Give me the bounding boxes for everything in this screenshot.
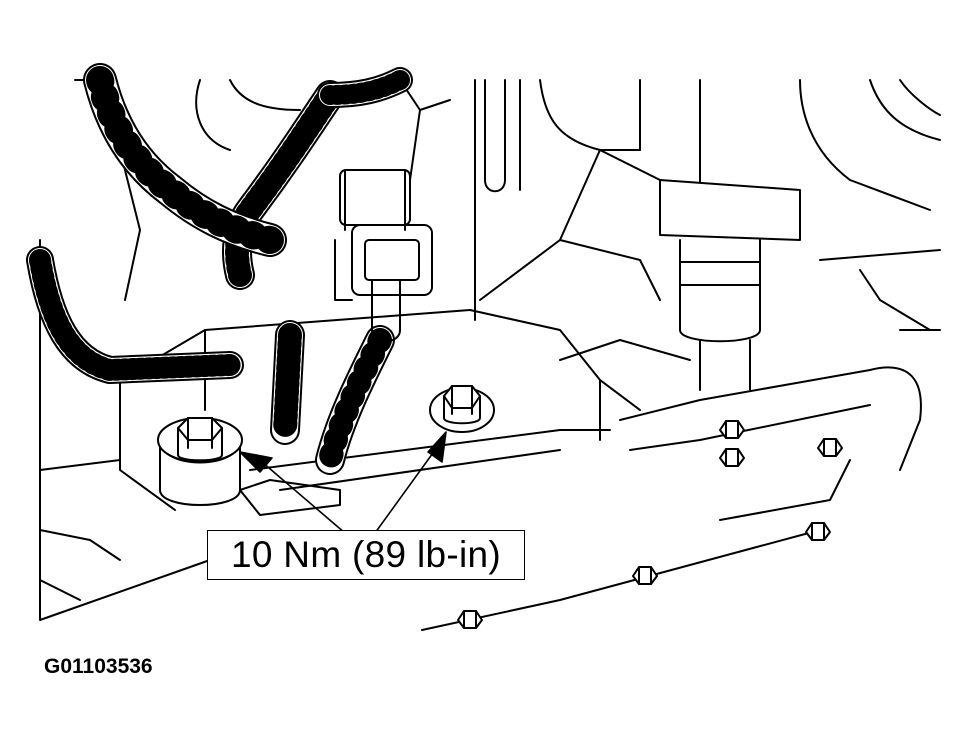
torque-label: 10 Nm (89 lb-in): [230, 534, 502, 575]
leader-line-left: [261, 461, 346, 534]
nut: [457, 610, 483, 629]
arrowhead-right: [427, 431, 447, 463]
figure-id: G01103536: [44, 655, 153, 678]
right-bolt: [429, 385, 495, 433]
wiring-harness: [26, 63, 413, 475]
left-bolt: [157, 417, 341, 516]
leader-line-right: [374, 445, 439, 534]
fuel-rail: [599, 149, 922, 471]
manifold-nuts: [421, 420, 851, 631]
nut: [719, 448, 745, 467]
sensor-connector: [334, 169, 433, 343]
nut: [805, 522, 831, 541]
nut: [817, 438, 843, 457]
arrowhead-left: [239, 451, 273, 473]
nut: [719, 420, 745, 439]
callout-leaders: [239, 431, 447, 534]
nut: [632, 566, 658, 585]
torque-callout: 10 Nm (89 lb-in): [207, 530, 525, 580]
